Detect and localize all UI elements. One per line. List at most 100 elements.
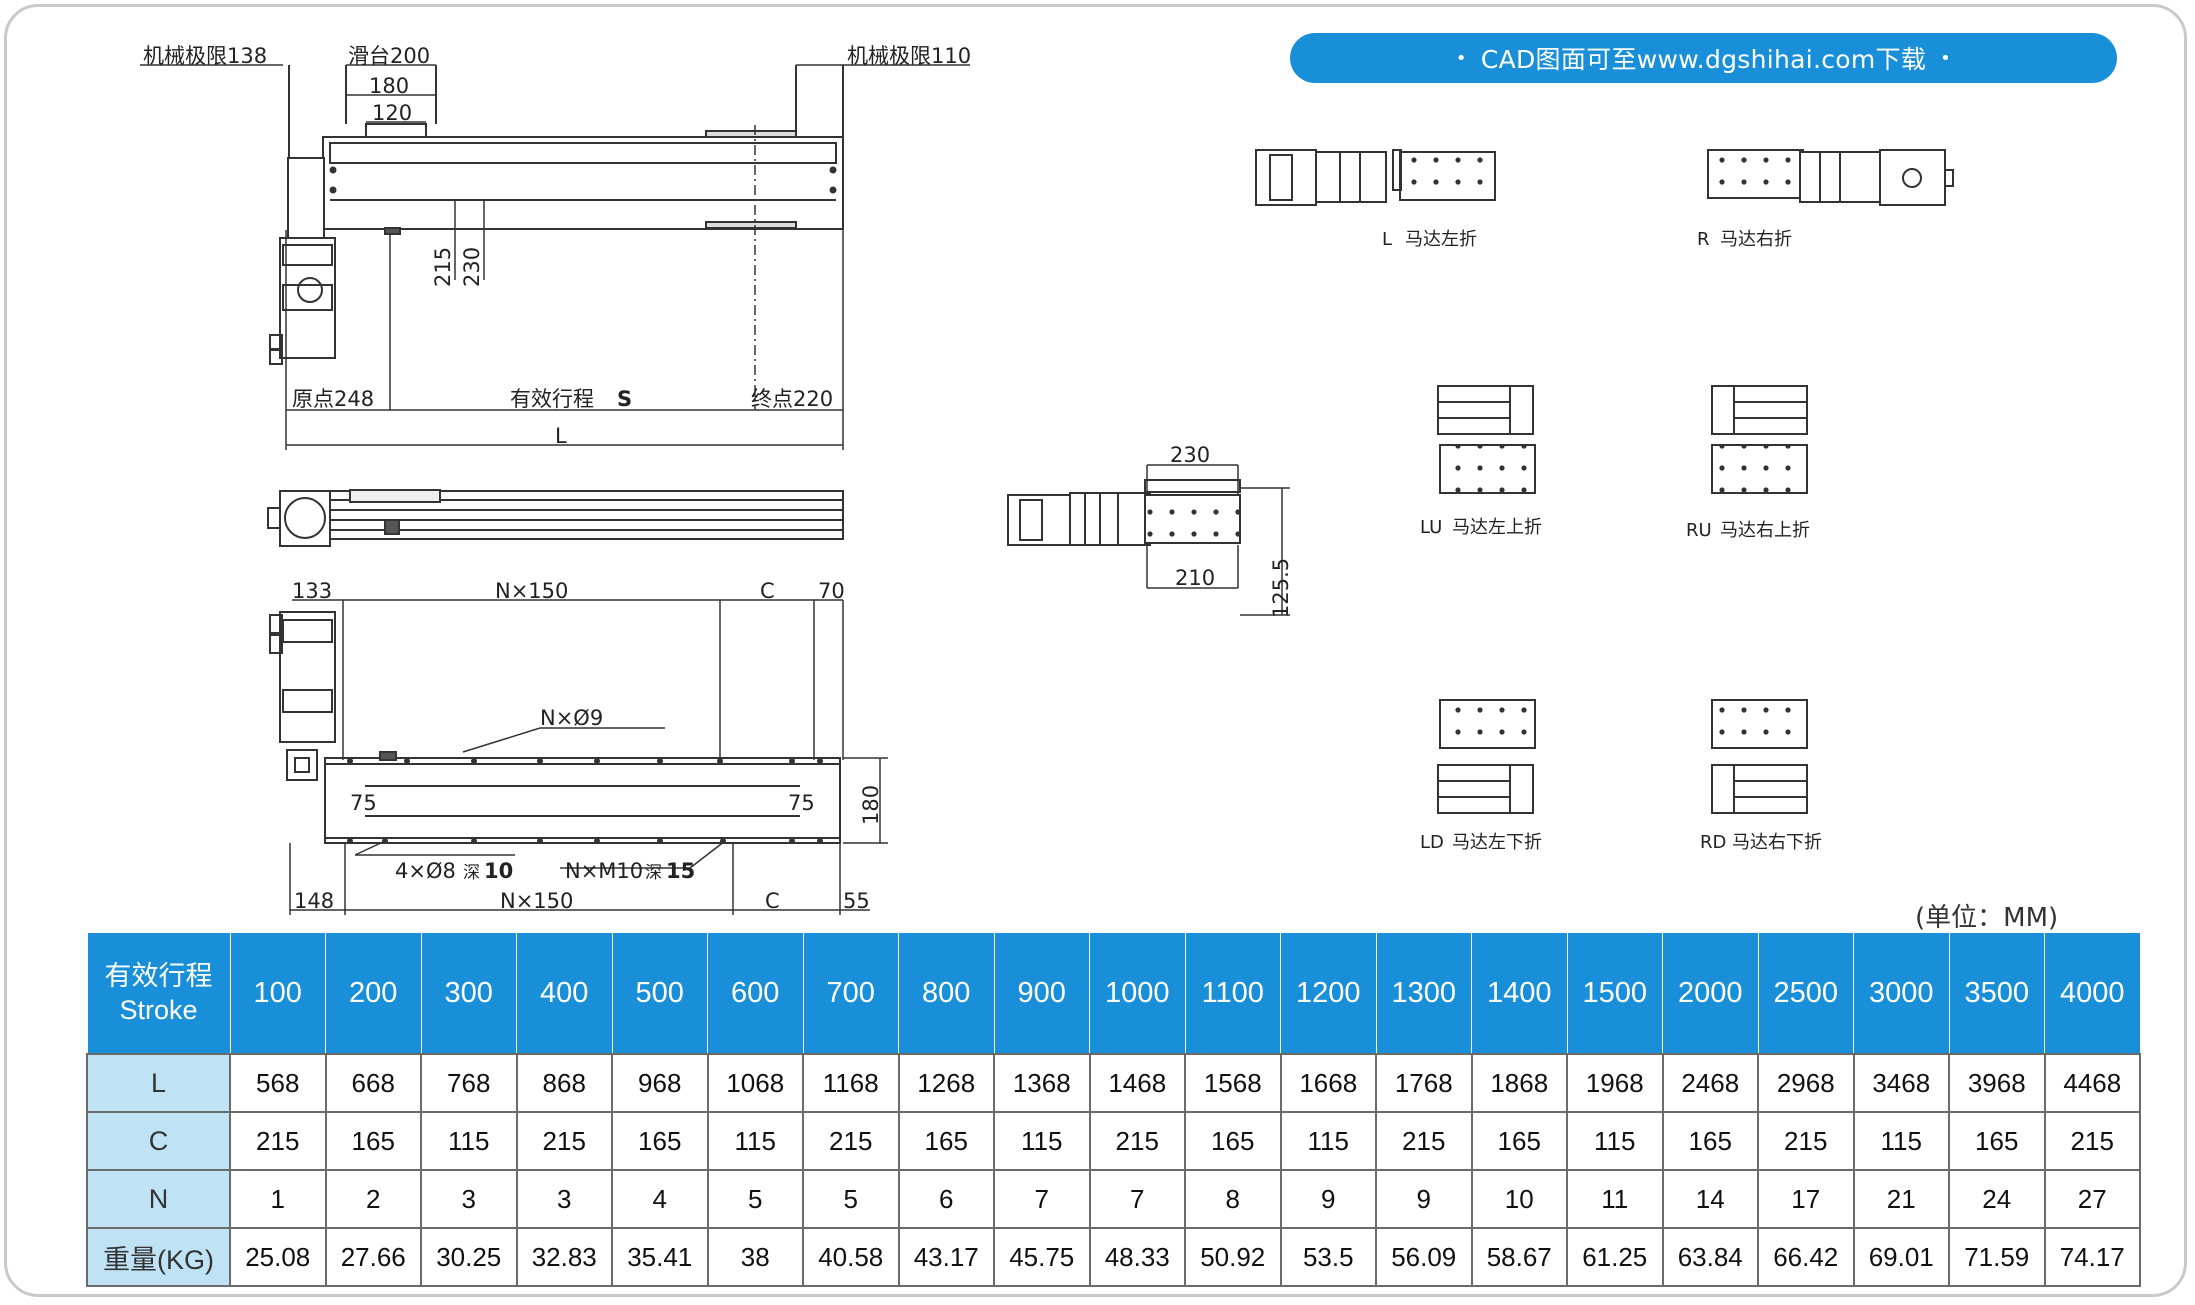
pins-depth-value: 10	[484, 859, 513, 883]
row-label: C	[86, 1111, 231, 1171]
top-view-labels: 机械极限138 滑台200 机械极限110 180 120 215 230 原点…	[143, 44, 971, 448]
motor-option-code: L	[1382, 229, 1392, 250]
origin-label: 原点248	[292, 387, 374, 411]
row-label: 重量(KG)	[86, 1227, 231, 1287]
motor-option-label: 马达右下折	[1732, 832, 1822, 853]
table-cell: 115	[1279, 1111, 1377, 1171]
table-cell: 24	[1948, 1169, 2046, 1229]
table-cell: 2468	[1661, 1053, 1759, 1113]
table-cell: 165	[1184, 1111, 1282, 1171]
dim-180-label: 180	[369, 74, 409, 98]
table-cell: 165	[611, 1111, 709, 1171]
table-cell: 10	[1470, 1169, 1568, 1229]
table-cell: 3	[420, 1169, 518, 1229]
pins-depth-label: 深	[463, 863, 480, 883]
table-cell: 215	[2043, 1111, 2141, 1171]
table-cell: 115	[1852, 1111, 1950, 1171]
dim-75-right-label: 75	[788, 791, 815, 815]
dim-215-label: 215	[431, 247, 455, 287]
table-cell: 14	[1661, 1169, 1759, 1229]
motor-option-lu: LU 马达左上折	[1420, 385, 1542, 538]
table-cell: 9	[1279, 1169, 1377, 1229]
threads-label: N×M10	[565, 859, 643, 883]
table-cell: 43.17	[897, 1227, 995, 1287]
table-cell: 38	[706, 1227, 804, 1287]
table-cell: 165	[1948, 1111, 2046, 1171]
bullet-icon: •	[1455, 47, 1467, 69]
motor-option-label: 马达右折	[1720, 229, 1792, 250]
table-cell: 1668	[1279, 1053, 1377, 1113]
table-cell: 668	[324, 1053, 422, 1113]
table-cell: 40.58	[802, 1227, 900, 1287]
table-cell: 53.5	[1279, 1227, 1377, 1287]
cad-download-banner[interactable]: • CAD图面可至www.dgshihai.com下载 •	[1290, 33, 2117, 83]
stroke-label: 有效行程	[510, 387, 594, 411]
table-cell: 71.59	[1948, 1227, 2046, 1287]
table-cell: 115	[1566, 1111, 1664, 1171]
end-dim-210-label: 210	[1175, 566, 1215, 590]
side-view	[267, 489, 844, 547]
top-view	[140, 64, 970, 450]
length-label: L	[555, 424, 567, 448]
table-cell: 3	[515, 1169, 613, 1229]
motor-option-ld: LD 马达左下折	[1420, 699, 1542, 853]
table-cell: 115	[420, 1111, 518, 1171]
stroke-header-cell: 3000	[1853, 932, 1950, 1055]
motor-option-label: 马达左下折	[1452, 832, 1542, 853]
table-cell: 6	[897, 1169, 995, 1229]
table-cell: 165	[1470, 1111, 1568, 1171]
stroke-header-label: 有效行程 Stroke	[86, 932, 231, 1055]
stroke-symbol-label: S	[617, 387, 632, 411]
table-cell: 32.83	[515, 1227, 613, 1287]
stroke-header-cell: 500	[611, 932, 708, 1055]
pins-label: 4×Ø8	[395, 859, 456, 883]
table-cell: 7	[993, 1169, 1091, 1229]
motor-option-label: 马达左上折	[1452, 517, 1542, 538]
table-cell: 768	[420, 1053, 518, 1113]
table-cell: 115	[706, 1111, 804, 1171]
end-label: 终点220	[751, 387, 833, 411]
stroke-header-cell: 600	[707, 932, 804, 1055]
row-label: L	[86, 1053, 231, 1113]
banner-text: CAD图面可至www.dgshihai.com下载	[1480, 45, 1927, 74]
table-cell: 2	[324, 1169, 422, 1229]
stroke-header-en: Stroke	[119, 995, 198, 1025]
stroke-header-cell: 100	[229, 932, 326, 1055]
slide-label: 滑台200	[348, 44, 430, 68]
table-cell: 2968	[1757, 1053, 1855, 1113]
table-cell: 45.75	[993, 1227, 1091, 1287]
table-cell: 1168	[802, 1053, 900, 1113]
motor-option-code: LD	[1420, 832, 1444, 853]
table-cell: 30.25	[420, 1227, 518, 1287]
stroke-header-cell: 2500	[1757, 932, 1854, 1055]
table-cell: 1868	[1470, 1053, 1568, 1113]
table-cell: 35.41	[611, 1227, 709, 1287]
table-cell: 3468	[1852, 1053, 1950, 1113]
stroke-header-cell: 1100	[1184, 932, 1281, 1055]
dim-70-label: 70	[818, 579, 845, 603]
table-cell: 1268	[897, 1053, 995, 1113]
technical-drawing: 机械极限138 滑台200 机械极限110 180 120 215 230 原点…	[140, 44, 1954, 915]
row-label: N	[86, 1169, 231, 1229]
table-cell: 21	[1852, 1169, 1950, 1229]
unit-label: (单位：MM)	[1915, 903, 2059, 933]
stroke-header-cell: 1500	[1566, 932, 1663, 1055]
motor-option-l: L 马达左折	[1255, 149, 1496, 250]
table-cell: 69.01	[1852, 1227, 1950, 1287]
motor-option-rd: RD 马达右下折	[1700, 699, 1822, 853]
table-cell: 165	[897, 1111, 995, 1171]
stroke-header-cell: 2000	[1662, 932, 1759, 1055]
table-cell: 5	[802, 1169, 900, 1229]
dim-75-left-label: 75	[350, 791, 377, 815]
motor-option-code: LU	[1420, 517, 1442, 538]
table-cell: 7	[1088, 1169, 1186, 1229]
bottom-view	[269, 599, 888, 915]
c-top-label: C	[760, 579, 775, 603]
stroke-header-cn: 有效行程	[104, 961, 213, 991]
stroke-header-cell: 1400	[1471, 932, 1568, 1055]
c-bottom-label: C	[765, 889, 780, 913]
stroke-header-cell: 700	[802, 932, 899, 1055]
stroke-header-cell: 4000	[2044, 932, 2141, 1055]
